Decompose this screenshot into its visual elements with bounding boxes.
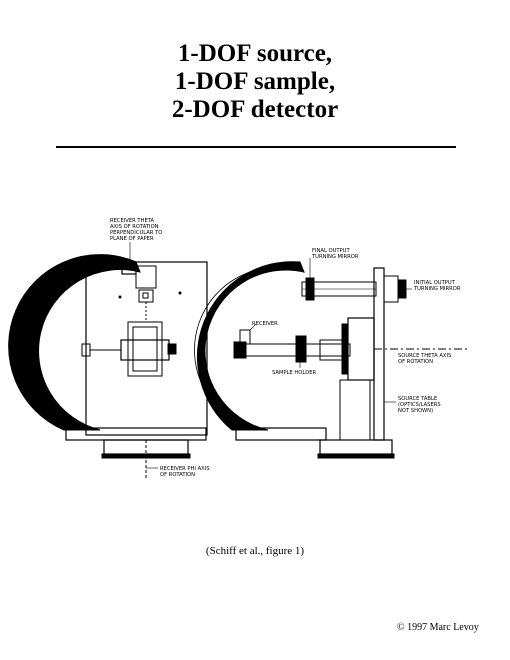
initial-output-mirror [397, 279, 407, 299]
label-source-table-1: SOURCE TABLE [398, 396, 437, 402]
receiver-body [233, 341, 247, 359]
label-source-table-3: NOT SHOWN) [398, 408, 433, 414]
label-receiver-theta-4: PLANE OF PAPER [110, 236, 154, 242]
label-receiver-theta-1: RECEIVER THETA [110, 218, 155, 224]
left-stage-clamp [81, 343, 91, 357]
left-receiver-mount [138, 289, 154, 303]
label-final-output-1: FINAL OUTPUT [312, 248, 350, 254]
label-receiver-theta-3: PERPENDICULAR TO [110, 230, 162, 236]
copyright-notice: © 1997 Marc Levoy [397, 622, 479, 633]
sample-holder [295, 335, 307, 363]
left-plate-dot [178, 291, 182, 295]
label-receiver: RECEIVER [252, 321, 278, 327]
source-theta-flange [341, 323, 349, 375]
left-arc-inner-edge [27, 266, 141, 429]
right-base-pedestal [319, 439, 393, 455]
figure-caption: (Schiff et al., figure 1) [205, 545, 305, 557]
left-view [8, 242, 208, 480]
label-source-theta-2: OF ROTATION [398, 359, 433, 365]
label-sample-holder: SAMPLE HOLDER [272, 370, 317, 376]
title-divider [56, 146, 456, 148]
left-stage-frame [127, 321, 163, 377]
left-receiver-window [142, 292, 149, 299]
label-source-theta-1: SOURCE THETA AXIS [398, 353, 451, 359]
left-receiver-block [135, 265, 157, 289]
label-initial-output-1: INITIAL OUTPUT [414, 280, 456, 286]
title-line-3: 2-DOF detector [171, 96, 339, 123]
right-view [194, 258, 470, 459]
sample-arm-clamp [319, 339, 343, 361]
label-source-table-2: (OPTICS/LASERS [398, 402, 441, 408]
left-c-arc [8, 254, 141, 431]
label-final-output-2: TURNING MIRROR [311, 254, 359, 260]
left-stage-inner [132, 326, 158, 372]
right-column [339, 379, 371, 441]
title-line-1: 1-DOF source, [177, 40, 333, 67]
right-c-arc [196, 261, 305, 431]
right-base-foot [317, 453, 395, 459]
right-base-top [235, 427, 327, 441]
final-output-mirror [305, 277, 315, 301]
page-title: 1-DOF source, 1-DOF sample, 2-DOF detect… [0, 40, 510, 124]
left-plate-dot [118, 295, 122, 299]
label-initial-output-2: TURNING MIRROR [413, 286, 461, 292]
title-line-2: 1-DOF sample, [174, 68, 336, 95]
source-theta-drum [347, 317, 375, 381]
initial-mirror-mount [383, 275, 399, 303]
receiver-leader [249, 323, 257, 331]
left-stage-knob [167, 343, 177, 355]
left-backing-plate [85, 261, 208, 436]
label-receiver-theta-2: AXIS OF ROTATION [110, 224, 159, 230]
label-receiver-phi-2: OF ROTATION [160, 472, 195, 478]
right-arc-inner-edge [194, 267, 305, 429]
label-receiver-phi-1: RECEIVER PHI AXIS [160, 466, 210, 472]
